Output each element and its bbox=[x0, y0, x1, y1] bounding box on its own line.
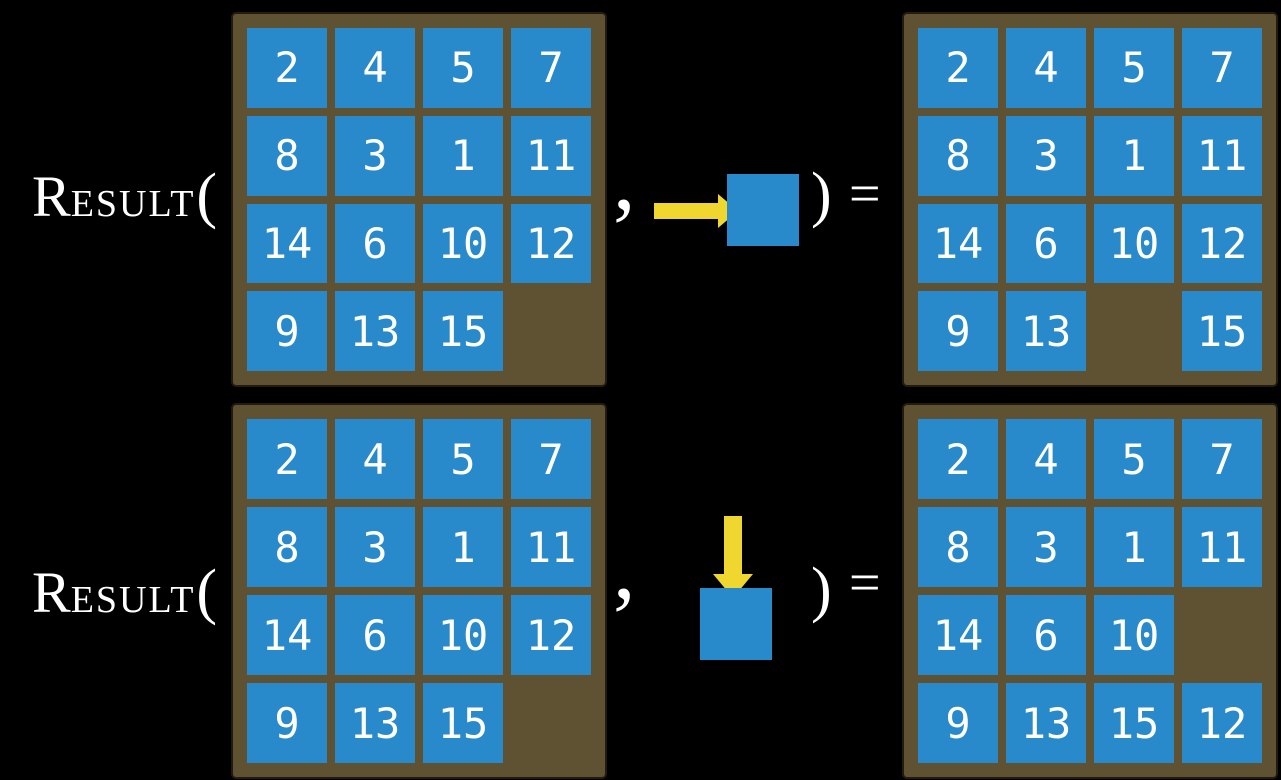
tile-2: 2 bbox=[918, 28, 998, 108]
move-tile-square bbox=[700, 588, 772, 660]
tile-8: 8 bbox=[247, 507, 327, 587]
tile-15: 15 bbox=[1182, 291, 1262, 371]
result-function-label: RESULT( bbox=[32, 163, 217, 236]
tile-13: 13 bbox=[1006, 683, 1086, 763]
tile-2: 2 bbox=[247, 28, 327, 108]
tile-6: 6 bbox=[1006, 203, 1086, 284]
tile-2: 2 bbox=[247, 419, 327, 499]
tile-15: 15 bbox=[423, 291, 503, 371]
label-small-caps: ESULT bbox=[70, 579, 196, 621]
label-small-caps: ESULT bbox=[70, 183, 196, 225]
tile-10: 10 bbox=[423, 595, 503, 675]
tile-1: 1 bbox=[423, 507, 503, 587]
tile-1: 1 bbox=[423, 115, 503, 196]
tile-5: 5 bbox=[423, 419, 503, 499]
tile-1: 1 bbox=[1094, 507, 1174, 587]
tile-14: 14 bbox=[918, 595, 998, 675]
tile-1: 1 bbox=[1094, 115, 1174, 196]
tile-4: 4 bbox=[1006, 28, 1086, 108]
close-paren: ) bbox=[811, 161, 832, 229]
tile-10: 10 bbox=[1094, 595, 1174, 675]
tile-9: 9 bbox=[247, 683, 327, 763]
tile-3: 3 bbox=[1006, 115, 1086, 196]
close-paren: ) bbox=[811, 556, 832, 624]
empty-cell bbox=[1182, 595, 1262, 675]
tile-12: 12 bbox=[1182, 683, 1262, 763]
tile-2: 2 bbox=[918, 419, 998, 499]
tile-5: 5 bbox=[1094, 419, 1174, 499]
comma-separator: , bbox=[613, 519, 636, 618]
tile-7: 7 bbox=[511, 28, 591, 108]
right-arrow-icon bbox=[654, 194, 738, 228]
tile-7: 7 bbox=[1182, 28, 1262, 108]
tile-10: 10 bbox=[423, 203, 503, 284]
tile-15: 15 bbox=[1094, 683, 1174, 763]
tile-12: 12 bbox=[511, 203, 591, 284]
tile-12: 12 bbox=[511, 595, 591, 675]
empty-cell bbox=[511, 683, 591, 763]
empty-cell bbox=[511, 291, 591, 371]
open-paren: ( bbox=[196, 162, 218, 230]
tile-5: 5 bbox=[1094, 28, 1174, 108]
tile-9: 9 bbox=[918, 291, 998, 371]
result-function-label: RESULT( bbox=[32, 559, 217, 632]
tile-11: 11 bbox=[511, 507, 591, 587]
open-paren: ( bbox=[196, 558, 218, 626]
tile-9: 9 bbox=[918, 683, 998, 763]
label-initial: R bbox=[32, 560, 71, 625]
tile-6: 6 bbox=[335, 595, 415, 675]
tile-6: 6 bbox=[1006, 595, 1086, 675]
tile-7: 7 bbox=[1182, 419, 1262, 499]
tile-6: 6 bbox=[335, 203, 415, 284]
tile-5: 5 bbox=[423, 28, 503, 108]
tile-11: 11 bbox=[1182, 115, 1262, 196]
tile-13: 13 bbox=[335, 683, 415, 763]
tile-4: 4 bbox=[335, 419, 415, 499]
tile-3: 3 bbox=[1006, 507, 1086, 587]
tile-4: 4 bbox=[335, 28, 415, 108]
down-arrow-icon bbox=[713, 516, 753, 598]
tile-14: 14 bbox=[247, 595, 327, 675]
tile-13: 13 bbox=[1006, 291, 1086, 371]
tile-14: 14 bbox=[247, 203, 327, 284]
tile-10: 10 bbox=[1094, 203, 1174, 284]
tile-3: 3 bbox=[335, 507, 415, 587]
equals-sign: = bbox=[849, 552, 881, 614]
tile-8: 8 bbox=[247, 115, 327, 196]
tile-7: 7 bbox=[511, 419, 591, 499]
tile-11: 11 bbox=[511, 115, 591, 196]
tile-4: 4 bbox=[1006, 419, 1086, 499]
tile-13: 13 bbox=[335, 291, 415, 371]
comma-separator: , bbox=[613, 130, 636, 229]
tile-11: 11 bbox=[1182, 507, 1262, 587]
tile-12: 12 bbox=[1182, 203, 1262, 284]
tile-3: 3 bbox=[335, 115, 415, 196]
tile-14: 14 bbox=[918, 203, 998, 284]
equals-sign: = bbox=[849, 163, 881, 225]
empty-cell bbox=[1094, 291, 1174, 371]
tile-15: 15 bbox=[423, 683, 503, 763]
move-tile-square bbox=[727, 174, 799, 246]
label-initial: R bbox=[32, 164, 71, 229]
tile-8: 8 bbox=[918, 507, 998, 587]
tile-9: 9 bbox=[247, 291, 327, 371]
tile-8: 8 bbox=[918, 115, 998, 196]
